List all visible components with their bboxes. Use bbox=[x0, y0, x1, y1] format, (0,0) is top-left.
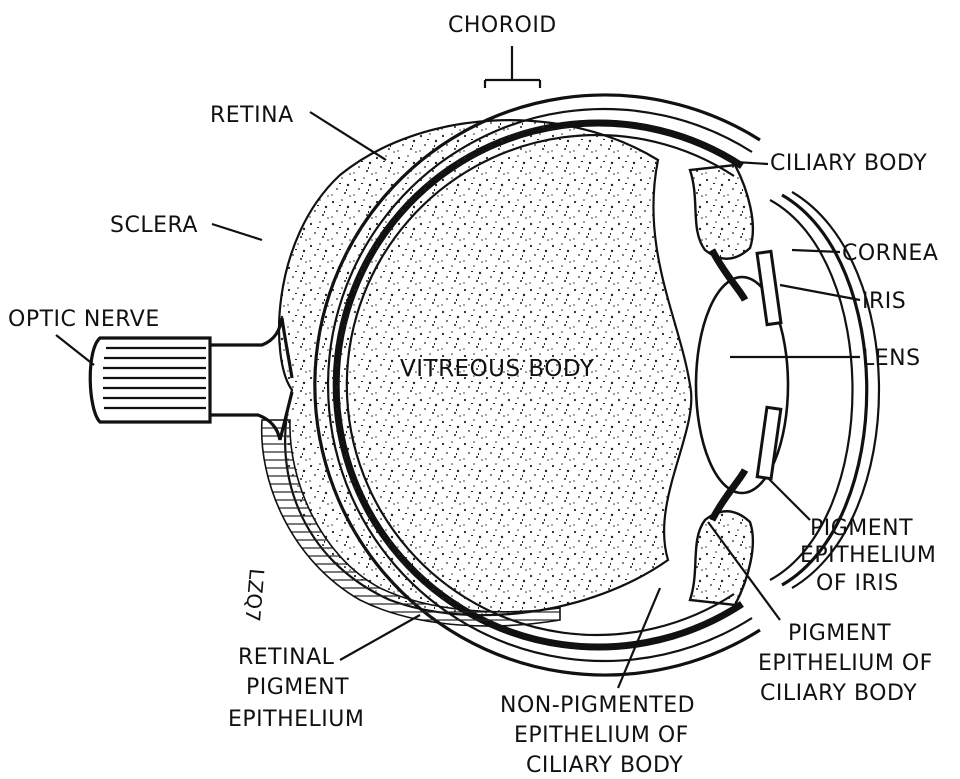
label-pigment-epithelium-iris-3: OF IRIS bbox=[816, 571, 899, 596]
label-cornea: CORNEA bbox=[842, 241, 938, 266]
label-choroid: CHOROID bbox=[448, 13, 557, 38]
label-pigment-epithelium-ciliary-3: CILIARY BODY bbox=[760, 681, 917, 706]
label-iris: IRIS bbox=[862, 289, 906, 314]
label-optic-nerve: OPTIC NERVE bbox=[8, 307, 160, 332]
label-retinal-pigment-epithelium-3: EPITHELIUM bbox=[228, 707, 364, 732]
label-retinal-pigment-epithelium-1: RETINAL bbox=[238, 645, 335, 670]
ciliary-body-lower bbox=[690, 511, 753, 605]
label-retina: RETINA bbox=[210, 103, 294, 128]
label-pigment-epithelium-iris-2: EPITHELIUM bbox=[800, 543, 936, 568]
choroid-bracket bbox=[485, 46, 540, 88]
label-retinal-pigment-epithelium-2: PIGMENT bbox=[246, 675, 349, 700]
label-pigment-epithelium-ciliary-1: PIGMENT bbox=[788, 621, 891, 646]
label-non-pigmented-epithelium-1: NON-PIGMENTED bbox=[500, 693, 695, 718]
label-vitreous-body: VITREOUS BODY bbox=[400, 356, 595, 382]
label-pigment-epithelium-ciliary-2: EPITHELIUM OF bbox=[758, 651, 933, 676]
label-ciliary-body: CILIARY BODY bbox=[770, 151, 927, 176]
ciliary-body-upper bbox=[690, 165, 753, 259]
label-lens: LENS bbox=[862, 346, 921, 371]
label-non-pigmented-epithelium-2: EPITHELIUM OF bbox=[514, 723, 689, 748]
artist-signature: LZQ7 bbox=[240, 568, 269, 623]
label-sclera: SCLERA bbox=[110, 213, 198, 238]
label-non-pigmented-epithelium-3: CILIARY BODY bbox=[526, 753, 683, 778]
label-pigment-epithelium-iris-1: PIGMENT bbox=[810, 516, 913, 541]
